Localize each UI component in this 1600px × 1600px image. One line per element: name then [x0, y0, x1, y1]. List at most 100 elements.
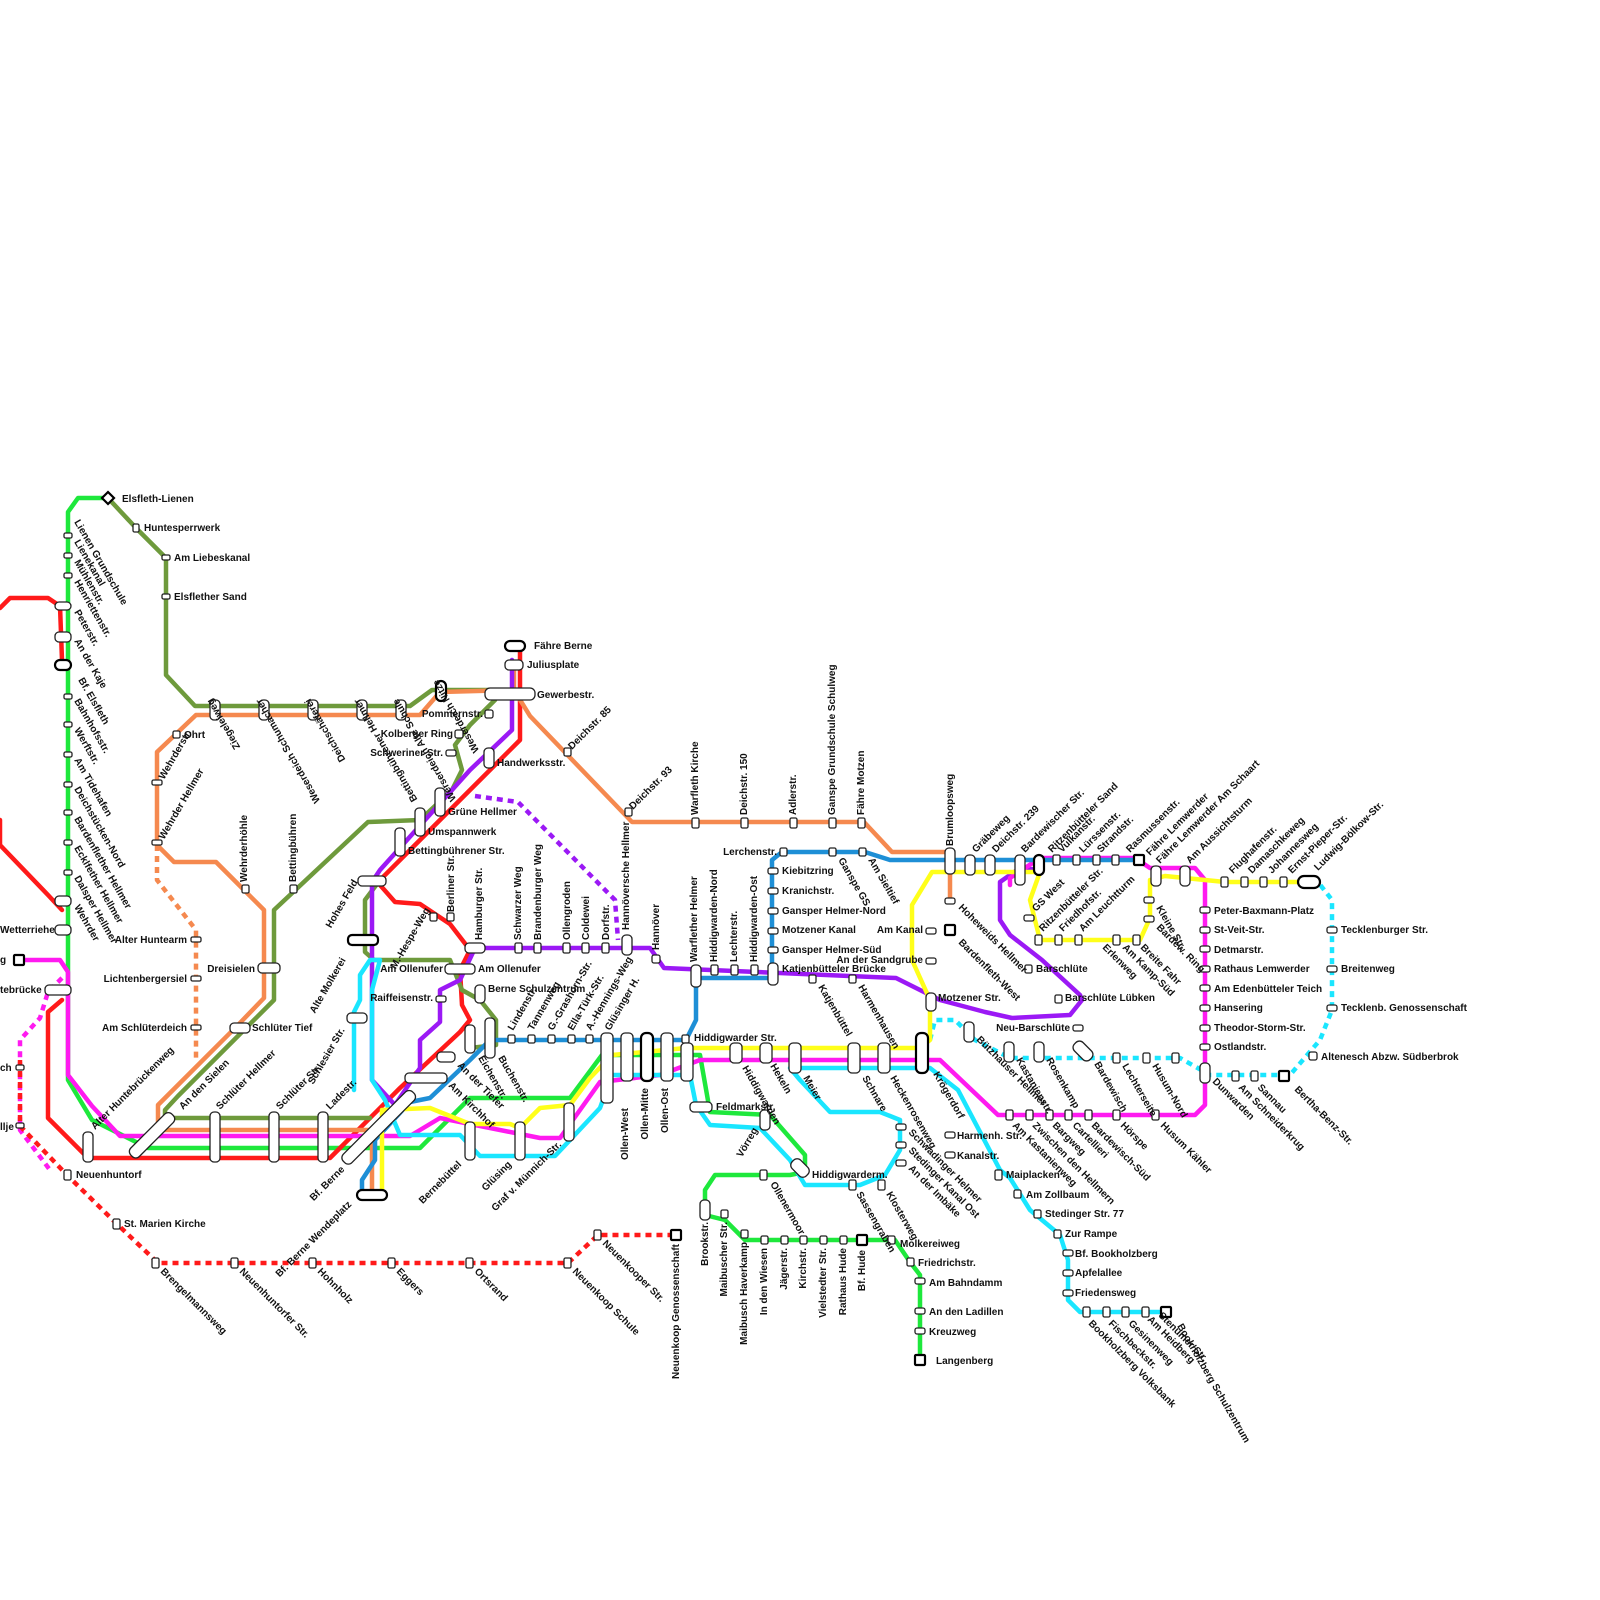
- station-label: Neuenkoop Genossenschaft: [671, 1243, 682, 1379]
- stop-marker: [1064, 1109, 1073, 1121]
- stop-marker: [1084, 1109, 1093, 1121]
- stop-marker: [914, 1307, 926, 1315]
- stop-marker: [289, 884, 298, 894]
- station-label: Motzener Kanal: [782, 925, 856, 936]
- station-label: Adlerstr.: [788, 774, 799, 815]
- terminal-marker: [913, 1353, 927, 1367]
- station-label: Bernebüttel: [417, 1159, 464, 1206]
- station-label: Juliusplate: [527, 660, 580, 671]
- stop-marker: [1054, 934, 1063, 946]
- station-label: Friedrichstr.: [918, 1258, 976, 1269]
- stop-marker: [720, 1209, 729, 1219]
- stop-marker: [740, 817, 749, 829]
- stop-marker: [63, 809, 73, 816]
- stop-marker: [434, 787, 446, 817]
- stop-marker: [54, 601, 72, 611]
- stop-marker: [446, 912, 455, 922]
- stop-marker: [1062, 1269, 1074, 1277]
- station-label: Am Ollenufer: [478, 964, 541, 975]
- stop-marker: [63, 552, 73, 559]
- station-label: Bettingbühren: [288, 814, 299, 882]
- stop-marker: [357, 875, 387, 887]
- stop-marker: [341, 1089, 417, 1165]
- station-label: Zur Rampe: [1065, 1229, 1118, 1240]
- stop-marker: [563, 1257, 572, 1269]
- station-label: Schlüter Tief: [252, 1023, 313, 1034]
- stop-marker: [464, 942, 486, 954]
- stop-marker: [1014, 854, 1026, 886]
- station-label: Lerchenstr.: [723, 847, 777, 858]
- stop-marker: [1072, 1024, 1084, 1032]
- stop-marker: [132, 523, 140, 533]
- terminal-marker: [434, 679, 448, 703]
- line-olive-branch: [362, 877, 499, 1051]
- stop-marker: [15, 1064, 25, 1071]
- stop-marker: [308, 1257, 317, 1269]
- stop-marker: [767, 962, 779, 986]
- terminal-marker: [1296, 874, 1322, 890]
- station-label: Ganspe Grundschule Schulweg: [827, 664, 838, 815]
- stop-marker: [1220, 876, 1229, 888]
- stop-marker: [964, 854, 976, 876]
- station-label: llje: [0, 1122, 14, 1133]
- line-red-left: [0, 595, 65, 913]
- stop-marker: [799, 1235, 808, 1245]
- stop-marker: [465, 1257, 474, 1269]
- stop-marker: [848, 1179, 857, 1191]
- stop-marker: [600, 1032, 614, 1104]
- stop-marker: [847, 1042, 861, 1074]
- stop-marker: [740, 1229, 749, 1239]
- station-label: Ostlandstr.: [1214, 1042, 1266, 1053]
- stop-marker: [790, 1158, 810, 1178]
- station-label: Stedinger Str. 77: [1045, 1209, 1124, 1220]
- station-label: Dreisielen: [207, 964, 255, 975]
- stop-marker: [1250, 1070, 1259, 1082]
- stop-marker: [925, 957, 937, 965]
- stop-marker: [190, 936, 202, 943]
- station-label: Vielstedter Str.: [818, 1248, 829, 1318]
- stop-marker: [895, 1141, 907, 1149]
- stop-marker: [82, 1131, 94, 1163]
- stop-marker: [585, 1034, 594, 1044]
- stop-marker: [394, 827, 406, 857]
- station-label: Hansering: [1214, 1003, 1263, 1014]
- stop-marker: [925, 992, 937, 1012]
- station-label: In den Wiesen: [759, 1248, 770, 1315]
- stop-marker: [1279, 876, 1288, 888]
- station-label: Am Bahndamm: [929, 1278, 1002, 1289]
- station-label: Alter Huntearm: [115, 935, 187, 946]
- stop-marker: [435, 995, 447, 1003]
- station-label: Warfleth Kirche: [690, 741, 701, 815]
- stop-marker: [1045, 1109, 1054, 1121]
- stop-marker: [1141, 1306, 1150, 1318]
- line-olive: [105, 495, 498, 1121]
- stop-marker: [1112, 934, 1121, 946]
- station-label: Hannöversche Hellmer: [621, 822, 632, 930]
- stop-marker: [680, 1042, 694, 1082]
- station-label: Handwerksstr.: [497, 758, 566, 769]
- stop-marker: [63, 532, 73, 539]
- stop-marker: [624, 807, 633, 817]
- station-label: Meier: [800, 1074, 823, 1102]
- terminal-marker: [943, 923, 957, 937]
- station-label: Ollen-Mitte: [640, 1088, 651, 1140]
- route-lines: [0, 495, 1335, 1363]
- stop-marker: [151, 1257, 160, 1269]
- station-label: Brumloopsweg: [945, 774, 956, 846]
- station-label: Molkereiweg: [900, 1239, 960, 1250]
- stop-marker: [429, 912, 438, 922]
- station-label: Hamburger Str.: [474, 868, 485, 940]
- station-label: Elsfleth-Lienen: [122, 494, 194, 505]
- stop-marker: [767, 907, 779, 915]
- station-label: Bookholzberg Schulzentrum: [1174, 1322, 1251, 1445]
- station-label: Gansper Helmer-Nord: [782, 906, 886, 917]
- stop-marker: [963, 1021, 975, 1043]
- station-label: Lichtenbergersiel: [104, 974, 188, 985]
- station-label: Neuenhuntorf: [76, 1170, 142, 1181]
- stop-marker: [464, 1024, 476, 1054]
- stop-marker: [789, 817, 798, 829]
- station-label: Schwarzer Weg: [513, 866, 524, 940]
- station-label: Huntesperrwerk: [144, 523, 221, 534]
- station-label: Hiddigwarden-Ost: [749, 875, 760, 962]
